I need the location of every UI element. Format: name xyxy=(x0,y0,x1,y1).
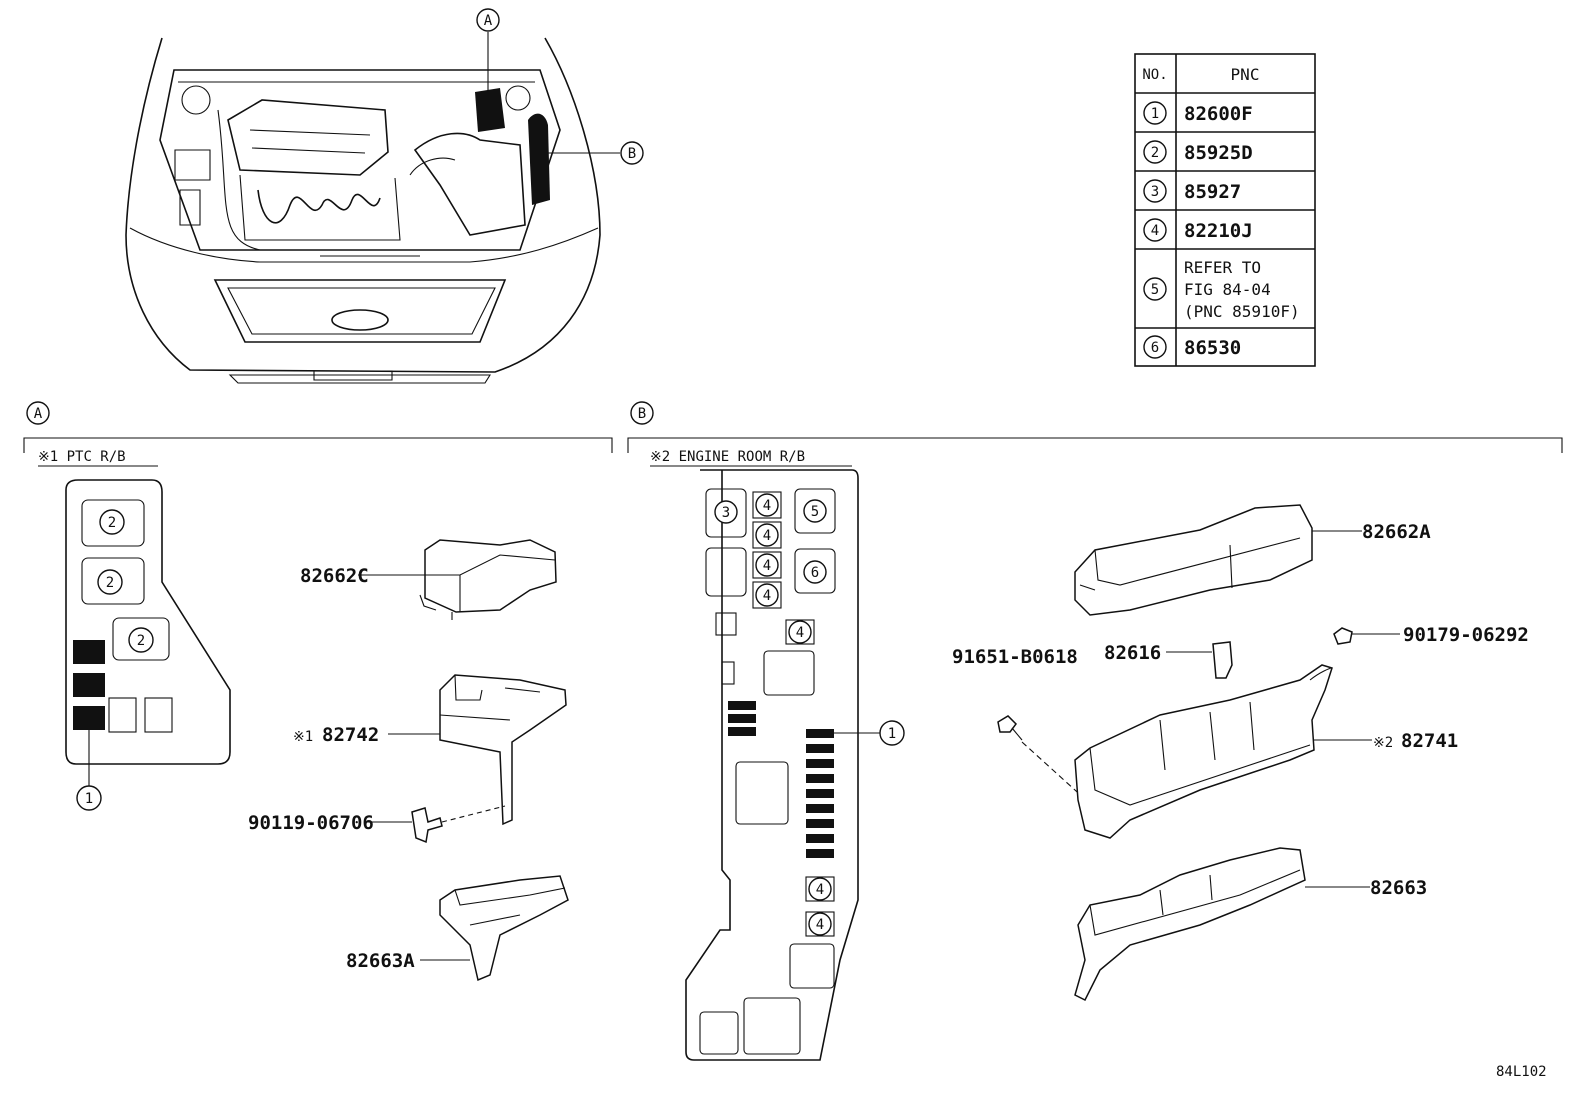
callout-a-top: A xyxy=(484,13,493,29)
table-row-6-pnc: 86530 xyxy=(1184,337,1241,359)
engine-rb-outline xyxy=(685,469,859,1061)
er-item-3: 3 xyxy=(722,505,730,521)
section-a: A ※1 PTC R/B 2 2 2 1 82662C ※1 82742 xyxy=(23,401,613,982)
table-row-4-pnc: 82210J xyxy=(1184,220,1253,242)
table-row-1-pnc: 82600F xyxy=(1184,103,1253,125)
part-90119-label: 90119-06706 xyxy=(248,812,374,834)
part-82616-label: 82616 xyxy=(1104,642,1161,664)
part-90179-label: 90179-06292 xyxy=(1403,624,1529,646)
table-row-6-no: 6 xyxy=(1151,340,1159,356)
ptc-item-2a: 2 xyxy=(108,515,116,531)
ptc-item-2c: 2 xyxy=(137,633,145,649)
er-item-4a: 4 xyxy=(763,498,771,514)
er-item-1: 1 xyxy=(888,726,896,742)
er-item-4f: 4 xyxy=(816,882,824,898)
engine-bay-illustration: A B xyxy=(125,8,644,384)
table-header-no: NO. xyxy=(1142,67,1167,83)
er-item-4e: 4 xyxy=(796,625,804,641)
table-row-2-pnc: 85925D xyxy=(1184,142,1253,164)
part-82663a-label: 82663A xyxy=(346,950,415,972)
section-b-title: ※2 ENGINE ROOM R/B xyxy=(650,449,805,465)
table-row-5-line-3: (PNC 85910F) xyxy=(1184,302,1300,321)
part-82662c-label: 82662C xyxy=(300,565,369,587)
table-header-pnc: PNC xyxy=(1231,65,1260,84)
er-item-4c: 4 xyxy=(763,558,771,574)
part-82741-label: 82741 xyxy=(1401,730,1458,752)
er-item-4d: 4 xyxy=(763,588,771,604)
table-row-5-line-1: REFER TO xyxy=(1184,258,1261,277)
section-b: B ※2 ENGINE ROOM R/B 3 4 4 4 4 5 6 4 xyxy=(627,401,1563,1061)
section-b-callout: B xyxy=(638,406,646,422)
part-91651-label: 91651-B0618 xyxy=(952,646,1078,668)
table-row-3-no: 3 xyxy=(1151,184,1159,200)
ptc-rb-outline xyxy=(65,479,231,765)
section-a-callout: A xyxy=(34,406,43,422)
table-row-2-no: 2 xyxy=(1151,145,1159,161)
er-item-4b: 4 xyxy=(763,528,771,544)
section-a-title: ※1 PTC R/B xyxy=(38,449,126,465)
er-item-5: 5 xyxy=(811,504,819,520)
table-row-5-line-2: FIG 84-04 xyxy=(1184,280,1271,299)
table-row-5-no: 5 xyxy=(1151,282,1159,298)
part-82663-label: 82663 xyxy=(1370,877,1427,899)
part-82742-prefix: ※1 xyxy=(293,729,313,745)
ptc-item-1: 1 xyxy=(85,791,93,807)
er-item-4g: 4 xyxy=(816,917,824,933)
table-row-4-no: 4 xyxy=(1151,223,1159,239)
pnc-table: NO. PNC 1 82600F 2 85925D 3 85927 4 8221… xyxy=(1134,53,1316,367)
table-row-1-no: 1 xyxy=(1151,106,1159,122)
part-82662a-label: 82662A xyxy=(1362,521,1431,543)
callout-b-top: B xyxy=(628,146,636,162)
part-82741-prefix: ※2 xyxy=(1373,735,1393,751)
ptc-item-2b: 2 xyxy=(106,575,114,591)
er-item-6: 6 xyxy=(811,565,819,581)
part-82742-label: 82742 xyxy=(322,724,379,746)
figure-code: 84L102 xyxy=(1496,1064,1547,1080)
table-row-3-pnc: 85927 xyxy=(1184,181,1241,203)
